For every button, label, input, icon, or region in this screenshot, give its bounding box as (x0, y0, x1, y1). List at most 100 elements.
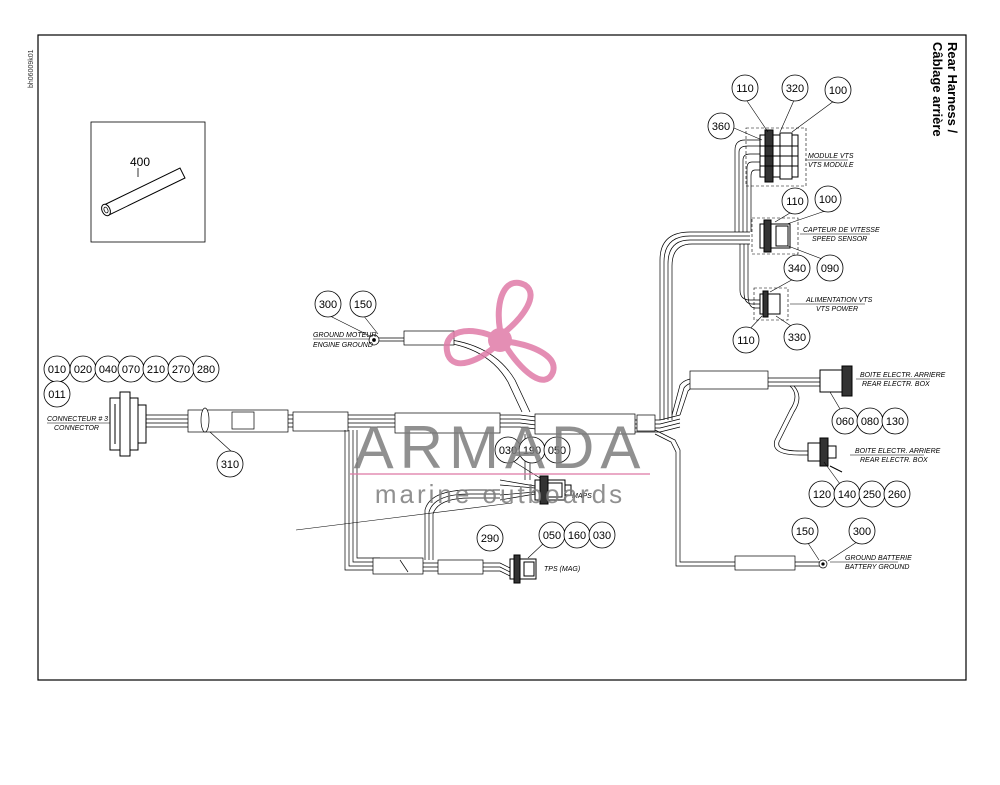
svg-text:030: 030 (499, 445, 517, 457)
svg-text:310: 310 (221, 459, 239, 471)
component-labels: CONNECTEUR # 3 CONNECTOR GROUND MOTEUR E… (47, 153, 946, 573)
svg-text:030: 030 (593, 530, 611, 542)
vts-module-connector (745, 127, 807, 187)
callout-150-engine: 150 (349, 290, 377, 318)
maps-connector (534, 475, 572, 505)
tps-label: TPS (MAG) (544, 566, 580, 573)
svg-text:360: 360 (712, 121, 730, 133)
callout-110-module: 110 (731, 74, 759, 102)
inset-label: 400 (130, 155, 150, 169)
callout-030-maps: 030 (494, 436, 522, 464)
callout-050-tps: 050 (538, 521, 566, 549)
svg-text:100: 100 (829, 85, 847, 97)
callout-300-engine: 300 (314, 290, 342, 318)
engine-ground-label-fr: GROUND MOTEUR (313, 332, 376, 339)
callout-120: 120 (808, 480, 836, 508)
callout-280: 280 (192, 355, 220, 383)
callout-070: 070 (117, 355, 145, 383)
svg-text:080: 080 (861, 416, 879, 428)
vts-module-label-en: VTS MODULE (808, 162, 854, 169)
svg-text:340: 340 (788, 263, 806, 275)
svg-text:010: 010 (48, 364, 66, 376)
callout-020: 020 (69, 355, 97, 383)
svg-text:060: 060 (836, 416, 854, 428)
callout-190: 190 (518, 436, 546, 464)
svg-text:280: 280 (197, 364, 215, 376)
svg-text:300: 300 (319, 299, 337, 311)
callout-250: 250 (858, 480, 886, 508)
maps-label: MAPS (572, 493, 592, 500)
svg-text:210: 210 (147, 364, 165, 376)
svg-text:120: 120 (813, 489, 831, 501)
svg-text:270: 270 (172, 364, 190, 376)
rear-box-connector-1 (819, 365, 853, 397)
watermark-tagline: marine outboards (375, 479, 625, 509)
svg-text:190: 190 (523, 445, 541, 457)
svg-text:050: 050 (548, 445, 566, 457)
vts-power-label-fr: ALIMENTATION VTS (805, 297, 873, 304)
callouts: 010 020 040 070 210 270 280 011 310 300 … (43, 74, 911, 552)
svg-text:290: 290 (481, 533, 499, 545)
connector-label-fr: CONNECTEUR # 3 (47, 416, 108, 423)
speed-sensor-connector (751, 217, 799, 255)
svg-text:070: 070 (122, 364, 140, 376)
svg-text:100: 100 (819, 194, 837, 206)
callout-360: 360 (707, 112, 735, 140)
svg-text:110: 110 (786, 196, 804, 208)
svg-text:250: 250 (863, 489, 881, 501)
vts-power-connector (753, 287, 789, 321)
speed-sensor-label-en: SPEED SENSOR (812, 236, 867, 243)
callout-290: 290 (476, 524, 504, 552)
svg-text:130: 130 (886, 416, 904, 428)
callout-260: 260 (883, 480, 911, 508)
sleeve-icon (101, 167, 186, 217)
rear-box2-label-en: REAR ELECTR. BOX (860, 457, 928, 464)
callout-160: 160 (563, 521, 591, 549)
watermark-name: ARMADA (354, 414, 647, 481)
callout-010: 010 (43, 355, 71, 383)
svg-text:300: 300 (853, 526, 871, 538)
svg-text:050: 050 (543, 530, 561, 542)
svg-text:110: 110 (737, 335, 755, 347)
callout-340: 340 (783, 254, 811, 282)
propeller-logo-icon (443, 279, 557, 383)
callout-090: 090 (816, 254, 844, 282)
speed-sensor-label-fr: CAPTEUR DE VITESSE (803, 227, 880, 234)
callout-050-maps: 050 (543, 436, 571, 464)
callout-060: 060 (831, 407, 859, 435)
svg-text:330: 330 (788, 332, 806, 344)
title-line1: Rear Harness / (945, 42, 960, 133)
callout-300-battery: 300 (848, 517, 876, 545)
callout-210: 210 (142, 355, 170, 383)
armada-watermark: ARMADA marine outboards (350, 279, 650, 509)
rear-box1-label-en: REAR ELECTR. BOX (862, 381, 930, 388)
svg-text:160: 160 (568, 530, 586, 542)
connector-label-en: CONNECTOR (54, 425, 99, 432)
battery-ground-label-en: BATTERY GROUND (845, 564, 909, 571)
tps-connector (509, 554, 537, 584)
rear-box-connector-2 (807, 437, 843, 473)
callout-030-tps: 030 (588, 521, 616, 549)
inset-sleeve-panel: 400 (90, 121, 206, 243)
callout-100-speed: 100 (814, 185, 842, 213)
callout-110-power: 110 (732, 326, 760, 354)
drawing-frame (37, 34, 967, 681)
callout-011: 011 (43, 380, 71, 408)
battery-ground-label-fr: GROUND BATTERIE (845, 555, 912, 562)
vts-power-label-en: VTS POWER (816, 306, 858, 313)
rear-box2-label-fr: BOITE ELECTR. ARRIERE (855, 448, 941, 455)
callout-100-module: 100 (824, 76, 852, 104)
callout-140: 140 (833, 480, 861, 508)
svg-text:140: 140 (838, 489, 856, 501)
svg-text:011: 011 (48, 389, 66, 401)
callout-130: 130 (881, 407, 909, 435)
harness-wiring (145, 139, 828, 577)
callout-270: 270 (167, 355, 195, 383)
connector-3 (109, 391, 147, 457)
callout-310: 310 (216, 450, 244, 478)
rear-box1-label-fr: BOITE ELECTR. ARRIERE (860, 372, 946, 379)
svg-text:110: 110 (736, 83, 754, 95)
svg-text:090: 090 (821, 263, 839, 275)
